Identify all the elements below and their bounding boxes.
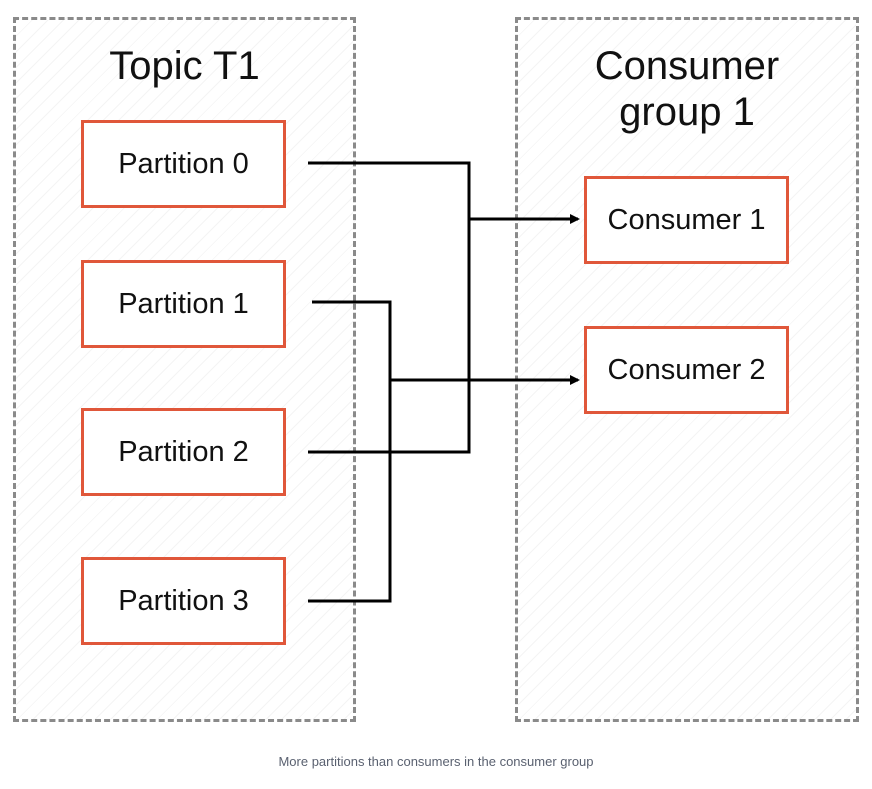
- partition-1-node: Partition 1: [81, 260, 286, 348]
- topic-title: Topic T1: [109, 44, 260, 88]
- partition-2-node: Partition 2: [81, 408, 286, 496]
- consumer-group-title: Consumer group 1: [594, 44, 780, 134]
- partition-3-node: Partition 3: [81, 557, 286, 645]
- figure-caption: More partitions than consumers in the co…: [278, 754, 594, 769]
- consumer-2-node: Consumer 2: [584, 326, 789, 414]
- consumer-1-node: Consumer 1: [584, 176, 789, 264]
- partition-0-node: Partition 0: [81, 120, 286, 208]
